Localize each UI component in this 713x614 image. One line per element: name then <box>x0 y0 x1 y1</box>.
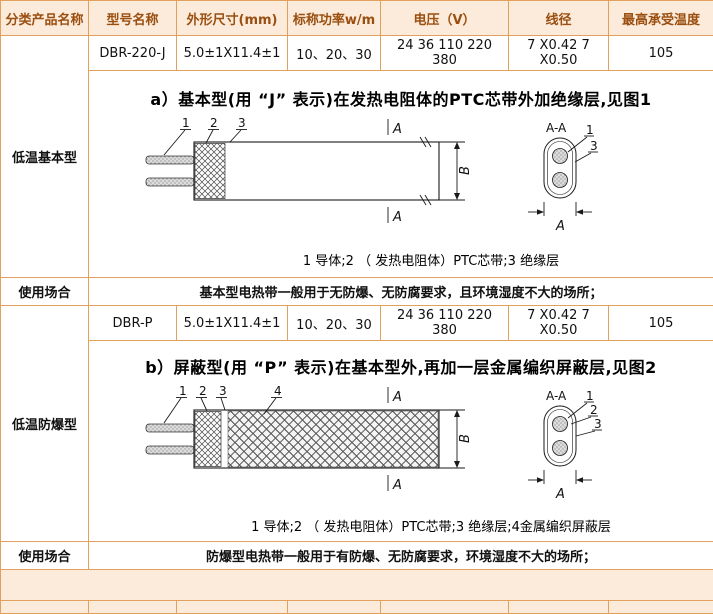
label-4: 4 <box>274 384 282 398</box>
label-3: 3 <box>590 139 598 153</box>
figure-1-legend: 1 导体;2 （ 发热电阻体）PTC芯带;3 绝缘层 <box>92 246 710 273</box>
braid-shield-layer <box>228 411 438 467</box>
dimension-a-label: A <box>555 487 565 502</box>
figure-cell-basic: a）基本型(用 “J” 表示)在发热电阻体的PTC芯带外加绝缘层,见图1 <box>89 71 713 278</box>
model-cell: DBR-220-J <box>89 36 177 71</box>
voltage-cell: 24 36 110 220 380 <box>381 36 509 71</box>
usage-label-cell: 使用场合 <box>1 542 89 570</box>
partial-footer-row <box>1 601 713 614</box>
usage-label-cell: 使用场合 <box>1 278 89 306</box>
figure-1-cable-diagram: 1 2 3 A A <box>136 116 666 246</box>
dimension-a: A <box>528 470 592 502</box>
table-header-row: 分类产品名称 型号名称 外形尺寸(mm) 标称功率w/m 电压（V） 线径 最高… <box>1 1 713 36</box>
cross-section-view: A-A 1 2 3 <box>528 389 602 502</box>
label-1: 1 <box>586 389 594 403</box>
footer-cell <box>89 601 177 614</box>
empty-cell <box>1 570 713 601</box>
header-cell-model: 型号名称 <box>89 1 177 36</box>
usage-row-basic: 使用场合 基本型电热带一般用于无防爆、无防腐要求，且环境湿度不大的场所； <box>1 278 713 306</box>
category-cell-basic: 低温基本型 <box>1 36 89 278</box>
power-cell: 10、20、30 <box>288 36 381 71</box>
usage-text-cell: 防爆型电热带一般用于有防爆、无防腐要求，环境湿度不大的场所； <box>89 542 713 570</box>
header-cell-temp: 最高承受温度 <box>609 1 713 36</box>
label-3: 3 <box>219 384 227 398</box>
figure-2-legend: 1 导体;2 （ 发热电阻体）PTC芯带;3 绝缘层;4金属编织屏蔽层 <box>92 512 710 539</box>
label-2: 2 <box>210 116 218 130</box>
footer-cell <box>288 601 381 614</box>
header-cell-size: 外形尺寸(mm) <box>177 1 288 36</box>
cable-body <box>194 410 439 468</box>
footer-cell <box>609 601 713 614</box>
ptc-core-block <box>195 412 221 467</box>
dimension-a: A <box>528 202 592 234</box>
figure-1-title: a）基本型(用 “J” 表示)在发热电阻体的PTC芯带外加绝缘层,见图1 <box>92 75 710 116</box>
section-marker-bottom: A <box>392 210 402 225</box>
usage-row-explosionproof: 使用场合 防爆型电热带一般用于有防爆、无防腐要求，环境湿度不大的场所； <box>1 542 713 570</box>
dimension-b-label: B <box>458 434 473 443</box>
model-cell: DBR-P <box>89 306 177 341</box>
dimension-b: B <box>439 410 473 468</box>
footer-cell <box>509 601 609 614</box>
voltage-cell: 24 36 110 220 380 <box>381 306 509 341</box>
footer-cell <box>177 601 288 614</box>
power-cell: 10、20、30 <box>288 306 381 341</box>
empty-row <box>1 570 713 601</box>
cross-section-view: A-A 1 3 <box>528 121 598 234</box>
size-cell: 5.0±1X11.4±1 <box>177 306 288 341</box>
section-marker-bottom: A <box>392 478 402 493</box>
cross-section-title: A-A <box>546 389 567 403</box>
footer-cell <box>381 601 509 614</box>
figure-row-basic: a）基本型(用 “J” 表示)在发热电阻体的PTC芯带外加绝缘层,见图1 <box>1 71 713 278</box>
header-cell-wire: 线径 <box>509 1 609 36</box>
category-cell-explosionproof: 低温防爆型 <box>1 306 89 542</box>
conductor-pins <box>146 424 194 454</box>
size-cell: 5.0±1X11.4±1 <box>177 36 288 71</box>
label-1: 1 <box>182 116 190 130</box>
label-1: 1 <box>586 123 594 137</box>
temp-cell: 105 <box>609 36 713 71</box>
conductor-pins <box>146 156 194 186</box>
label-2: 2 <box>590 403 598 417</box>
label-2: 2 <box>199 384 207 398</box>
temp-cell: 105 <box>609 306 713 341</box>
usage-text-cell: 基本型电热带一般用于无防爆、无防腐要求，且环境湿度不大的场所； <box>89 278 713 306</box>
footer-cell <box>1 601 89 614</box>
dimension-a-label: A <box>555 219 565 234</box>
figure-2-title: b）屏蔽型(用 “P” 表示)在基本型外,再加一层金属编织屏蔽层,见图2 <box>92 343 710 384</box>
header-cell-power: 标称功率w/m <box>288 1 381 36</box>
label-1: 1 <box>179 384 187 398</box>
ptc-core-block <box>195 144 225 199</box>
dimension-b: B <box>439 142 473 200</box>
dimension-b-label: B <box>458 166 473 175</box>
figure-cell-shielded: b）屏蔽型(用 “P” 表示)在基本型外,再加一层金属编织屏蔽层,见图2 <box>89 341 713 542</box>
cable-body <box>194 137 439 205</box>
cross-section-title: A-A <box>546 121 567 135</box>
figure-row-shielded: b）屏蔽型(用 “P” 表示)在基本型外,再加一层金属编织屏蔽层,见图2 <box>1 341 713 542</box>
section-marker-top: A <box>392 122 402 137</box>
label-3: 3 <box>594 417 602 431</box>
section-marker-top: A <box>392 390 402 405</box>
header-cell-voltage: 电压（V） <box>381 1 509 36</box>
label-3: 3 <box>238 116 246 130</box>
wire-cell: 7 X0.42 7 X0.50 <box>509 306 609 341</box>
figure-2-cable-diagram: 1 2 3 4 A A <box>136 384 666 512</box>
spec-row-basic: 低温基本型 DBR-220-J 5.0±1X11.4±1 10、20、30 24… <box>1 36 713 71</box>
wire-cell: 7 X0.42 7 X0.50 <box>509 36 609 71</box>
header-cell-category: 分类产品名称 <box>1 1 89 36</box>
spec-row-shielded: 低温防爆型 DBR-P 5.0±1X11.4±1 10、20、30 24 36 … <box>1 306 713 341</box>
